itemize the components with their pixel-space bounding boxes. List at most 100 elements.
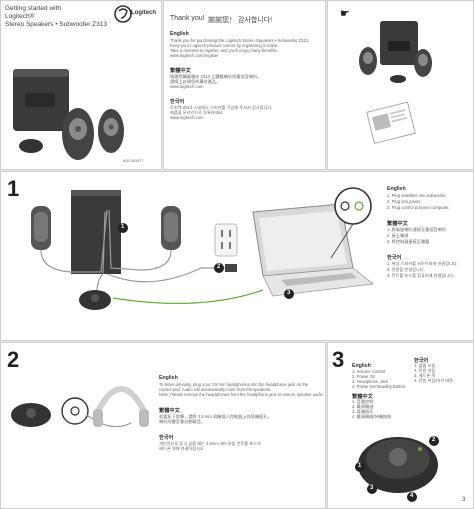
step3-english-label: English [352, 363, 371, 369]
step1-number: 1 [7, 176, 20, 201]
step2-english-label: English [159, 375, 178, 381]
thanks-english-line: Take a moment to register, and you'll en… [170, 48, 278, 53]
thanks-ko-line: www.logitech.com [170, 115, 204, 120]
step3-ko-label: 한국어 [414, 358, 429, 364]
thanks-header: Thank you! [170, 15, 205, 22]
step1-power-cable [106, 267, 225, 283]
pointer-icon: ☛ [340, 8, 350, 20]
step3-callout-3: 3 [370, 485, 374, 491]
step3-zh-item: 4. 電源開啟/待機按鈕 [352, 414, 392, 419]
thanks-ko-line: 제품을 온라인으로 등록하세요. [170, 110, 224, 115]
box-documentation [366, 101, 416, 144]
step2-headphone-cable [86, 414, 132, 428]
thanks-zh-label: 繁體中文 [170, 68, 191, 74]
thanks-header-cjk: 謝謝您！ 감사합니다! [208, 17, 273, 24]
step1-callout-2-badge [214, 263, 224, 273]
step3-callout-2: 2 [432, 437, 436, 443]
step3-english-item: 2. Power On [352, 374, 376, 379]
step1-english-item: 1. Plug satellites into subwoofer. [387, 193, 447, 198]
logitech-logo-icon: Logitech [113, 4, 156, 28]
step3-panel: 3 English 1. Volume Control 2. Power On … [327, 342, 474, 509]
step1-computer-cable [112, 289, 264, 305]
thanks-english-line: www.logitech.com/register [170, 53, 219, 58]
step3-ko-item: 3. 헤드폰 잭 [414, 373, 436, 378]
step2-ko-line: 개인적으로 듣고 싶을 때는 3.5mm 헤드폰을 컨트롤 포드의 [159, 441, 261, 446]
step2-english-line: Note: Please remove the headphones from … [159, 392, 325, 397]
step1-panel: 1 [0, 171, 474, 341]
thanks-english-line: Keep your Logitech product current by re… [170, 43, 279, 48]
step1-audio-jack-icon [354, 201, 364, 211]
step3-zh-item: 2. 電源開啟 [352, 404, 374, 409]
control-pod [19, 139, 43, 153]
step1-zoom-bubble [334, 187, 372, 225]
thanks-panel: Thank you! 謝謝您！ 감사합니다! English Thank you… [163, 0, 326, 170]
cover-title-line3: Stereo Speakers • Subwoofer Z313 [5, 21, 108, 28]
step1-ko-label: 한국어 [387, 255, 402, 261]
box-left-satellite-cone [363, 52, 373, 64]
speaker-set-illustration [13, 69, 124, 160]
step1-right-cable [108, 209, 172, 271]
step3-ko-item: 2. 전원 켜짐 [414, 368, 436, 373]
box-contents-illustration [359, 21, 432, 144]
step1-zh-item: 2. 接上電源 [387, 233, 409, 238]
step1-callout-2: 2 [217, 264, 221, 270]
brand-name: Logitech [131, 10, 156, 16]
step1-callout-3-badge [284, 289, 294, 299]
thanks-ko-line: 로지텍 Z313 스테레오 스피커를 구입해 주셔서 감사합니다. [170, 105, 273, 110]
step1-english-label: English [387, 186, 406, 192]
box-contents-panel: ☛ [327, 0, 474, 170]
step3-zh-label: 繁體中文 [352, 394, 373, 400]
step3-zh-item: 1. 音量控制 [352, 399, 374, 404]
step3-ko-item: 4. 전원 켜짐/대기 버튼 [414, 378, 453, 383]
step3-english-item: 1. Volume Control [352, 369, 386, 374]
step1-subwoofer-edge [71, 190, 121, 196]
cover-title-line1: Getting started with [5, 5, 61, 12]
step1-left-cable [40, 209, 108, 273]
thanks-english-line: Thank you for purchasing the Logitech St… [170, 38, 310, 43]
step1-zh-label: 繁體中文 [387, 221, 408, 227]
step1-callout-3: 3 [287, 290, 291, 296]
subwoofer-top [13, 69, 69, 77]
step3-callout-1: 1 [358, 463, 362, 469]
step1-pod-knob [91, 294, 99, 302]
box-subwoofer-port [388, 41, 410, 51]
headphones-icon [94, 386, 148, 415]
step2-panel: 2 English To listen privately, plug your… [0, 342, 326, 509]
step1-callout-1: 1 [121, 224, 125, 230]
step2-zoom-bubble [61, 397, 89, 425]
headphones-right-cup [139, 409, 149, 427]
step1-ko-item: 2. 전원을 연결합니다. [387, 267, 425, 272]
step2-number: 2 [7, 347, 20, 372]
logo-mark-icon [114, 5, 132, 23]
left-satellite-dome [75, 126, 81, 132]
step1-headphone-jack-icon [340, 201, 350, 211]
step1-zh-item: 3. 將控制器連接至電腦 [387, 239, 430, 244]
step3-zh-item: 3. 耳機插孔 [352, 409, 374, 414]
step1-ko-item: 1. 위성 스피커를 서브우퍼에 연결합니다. [387, 261, 458, 266]
step1-wall-outlet [214, 223, 238, 257]
step1-left-satellite-face [34, 212, 48, 242]
step1-illustration [31, 187, 374, 310]
step3-callout-1-badge [355, 462, 365, 472]
step2-zh-label: 繁體中文 [159, 408, 180, 414]
right-satellite-dome [108, 124, 114, 130]
step3-page-number: 3 [462, 497, 466, 503]
step1-plug [225, 264, 237, 272]
step2-ko-label: 한국어 [159, 435, 174, 441]
step2-english-line: To listen privately, plug your 3.5 mm he… [159, 382, 309, 387]
step2-ko-line: 헤드폰 잭에 연결하십시오. [159, 446, 205, 451]
box-control-pod [390, 75, 406, 83]
step3-illustration [355, 436, 439, 502]
step1-english-item: 3. Plug control pod into computer. [387, 205, 450, 210]
step2-zh-line: 喇叭的聲音會自動靜音。 [159, 419, 206, 424]
thanks-zh-line: www.logitech.com [170, 84, 204, 89]
thanks-ko-label: 한국어 [170, 99, 185, 105]
step2-headphone-jack-icon [70, 406, 80, 416]
thanks-zh-line: 感謝您購買羅技 Z313 立體聲喇叭與重低音喇叭。 [170, 74, 262, 79]
step1-callout-1-badge [118, 223, 128, 233]
headphones-left-cup [93, 409, 103, 427]
step1-subwoofer [71, 190, 121, 274]
thanks-zh-line: 請線上註冊您的羅技產品。 [170, 79, 221, 84]
subwoofer-port [25, 93, 55, 107]
step3-callout-3-badge [367, 484, 377, 494]
